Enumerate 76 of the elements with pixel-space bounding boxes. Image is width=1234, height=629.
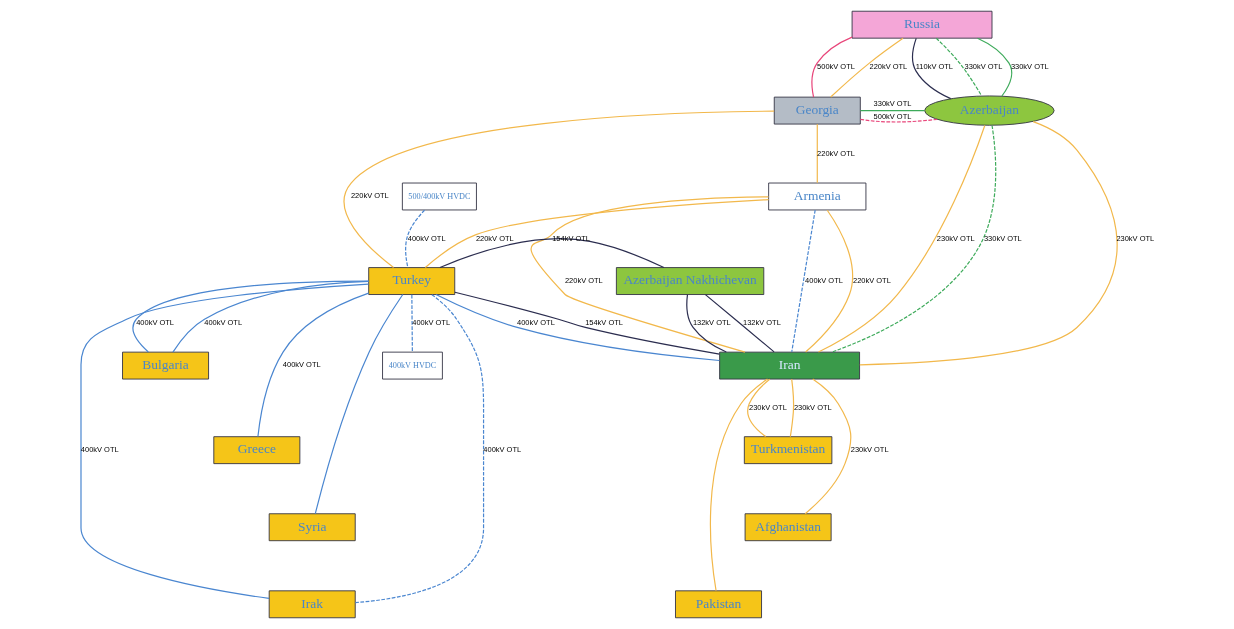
connector <box>434 293 720 362</box>
connector <box>256 292 369 438</box>
node-box: Armenia <box>767 182 866 211</box>
connector <box>343 110 775 269</box>
edge-label: 400kV OTL <box>282 360 321 370</box>
edge-label: 330kV OTL <box>983 233 1022 243</box>
edge-label: 400kV OTL <box>135 318 174 328</box>
connector <box>859 110 925 112</box>
connector <box>354 294 484 604</box>
connector <box>453 291 720 355</box>
node-box: Afghanistan <box>744 513 832 542</box>
connector <box>911 37 951 100</box>
edge-label: 400kV OTL <box>407 233 446 243</box>
edge-label: 220kV OTL <box>564 275 603 285</box>
connector <box>810 36 853 98</box>
node-box: 500/400kV HVDC <box>401 182 477 211</box>
edge-label: 500kV OTL <box>816 61 855 71</box>
node-box: Russia <box>851 10 992 39</box>
edge-label: 400kV OTL <box>804 275 843 285</box>
edge-label: 220kV OTL <box>475 233 514 243</box>
connector <box>314 293 403 515</box>
connector <box>131 280 369 353</box>
connector <box>530 196 769 353</box>
node-box: Azerbaijan Nakhichevan <box>615 267 764 295</box>
node-box: Georgia <box>773 96 861 125</box>
connector <box>789 378 794 438</box>
connector <box>816 123 818 184</box>
node-box: Syria <box>268 513 356 542</box>
connector <box>438 238 664 269</box>
node-box: Turkmenistan <box>743 436 832 465</box>
node-box: 400kV HVDC <box>381 351 443 380</box>
node-box: Turkey <box>367 267 455 295</box>
edge-label: 230kV OTL <box>1115 233 1154 243</box>
edge-label: 220kV OTL <box>852 275 891 285</box>
connector <box>404 209 425 269</box>
node-box: Irak <box>268 590 356 619</box>
edge-label: 230kV OTL <box>936 233 975 243</box>
edge-label: 330kV OTL <box>1010 61 1049 71</box>
edge-label: 330kV OTL <box>964 61 1002 71</box>
edge-label: 154kV OTL <box>584 318 623 328</box>
connector <box>804 209 853 353</box>
connector <box>976 37 1012 97</box>
connector <box>804 378 851 515</box>
edge-label: 220kV OTL <box>868 61 907 71</box>
connector <box>859 118 938 123</box>
connector <box>79 283 369 599</box>
edge-label: 132kV OTL <box>692 318 731 328</box>
edge-label: 230kV OTL <box>850 445 889 455</box>
edge-label: 400kV OTL <box>482 445 521 455</box>
connector <box>829 37 904 98</box>
connector <box>935 37 982 97</box>
connector <box>410 294 413 353</box>
edge-label: 230kV OTL <box>793 402 832 412</box>
edge-label: 132kV OTL <box>742 318 781 328</box>
node-box: Greece <box>212 436 300 465</box>
edge-label: 220kV OTL <box>350 191 389 201</box>
connector <box>685 294 727 353</box>
connector <box>709 378 768 592</box>
edge-label: 110kV OTL <box>915 61 953 71</box>
edge-label: 230kV OTL <box>748 402 787 412</box>
edge-label: 400kV OTL <box>516 318 555 328</box>
edge-label: 330kV OTL <box>873 99 911 109</box>
connector <box>704 294 775 353</box>
node-box: Bulgaria <box>121 351 209 380</box>
edge-label: 500kV OTL <box>873 111 911 121</box>
edge-label: 400kV OTL <box>411 318 450 328</box>
edge-label: 400kV OTL <box>80 445 119 455</box>
connector <box>424 198 769 269</box>
node-box: Pakistan <box>674 590 762 619</box>
connector <box>171 280 369 353</box>
edge-label: 400kV OTL <box>203 318 242 328</box>
node-ellipse: Azerbaijan <box>923 95 1055 126</box>
connector <box>746 378 770 438</box>
node-box: Iran <box>718 351 860 380</box>
connector <box>858 121 1118 366</box>
connector <box>790 209 816 353</box>
